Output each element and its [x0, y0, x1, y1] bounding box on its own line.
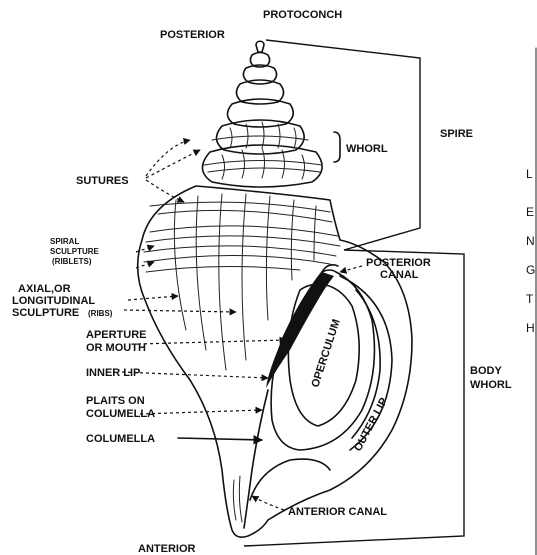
label-axial-1: AXIAL,OR: [18, 283, 71, 295]
label-body-whorl-2: WHORL: [470, 379, 512, 391]
cutoff-letter: T: [526, 292, 534, 306]
label-axial-2: LONGITUDINAL: [12, 295, 95, 307]
whorl-bracket: [334, 132, 340, 162]
label-whorl: WHORL: [346, 143, 388, 155]
protoconch-tip: [256, 41, 264, 52]
spire-bracket: [266, 40, 420, 250]
label-plaits-1: PLAITS ON: [86, 395, 145, 407]
cutoff-letter: G: [526, 263, 535, 277]
label-posterior-canal-2: CANAL: [380, 269, 419, 281]
axial-ribs: [174, 194, 316, 370]
label-posterior: POSTERIOR: [160, 29, 225, 41]
label-protoconch: PROTOCONCH: [263, 9, 342, 21]
label-axial-3: SCULPTURE: [12, 307, 79, 319]
label-axial-3-sub: (RIBS): [88, 309, 113, 318]
cutoff-letter: E: [526, 205, 534, 219]
label-body-whorl-1: BODY: [470, 365, 502, 377]
label-aperture-2: OR MOUTH: [86, 342, 146, 354]
label-plaits-2: COLUMELLA: [86, 408, 155, 420]
cutoff-letter: N: [526, 234, 535, 248]
cutoff-letter: L: [526, 167, 533, 181]
label-posterior-canal-1: POSTERIOR: [366, 257, 431, 269]
label-aperture-1: APERTURE: [86, 329, 147, 341]
label-anterior-canal: ANTERIOR CANAL: [288, 506, 387, 518]
label-spiral-sculpture-2: SCULPTURE: [50, 247, 100, 256]
cutoff-letter: H: [526, 321, 535, 335]
label-spiral-sculpture-3: (RIBLETS): [52, 257, 92, 266]
spire-whorls: [202, 53, 322, 188]
label-anterior: ANTERIOR: [138, 543, 196, 555]
pointer-lines: [122, 140, 362, 510]
label-spire: SPIRE: [440, 128, 473, 140]
label-operculum: OPERCULUM: [309, 318, 342, 389]
cutoff-letter-column: L E N G T H: [526, 167, 535, 335]
label-sutures: SUTURES: [76, 175, 129, 187]
body-whorl-bracket: [244, 250, 464, 546]
label-inner-lip: INNER LIP: [86, 367, 140, 379]
label-columella: COLUMELLA: [86, 433, 155, 445]
label-spiral-sculpture-1: SPIRAL: [50, 237, 79, 246]
shell-illustration: [138, 41, 412, 537]
